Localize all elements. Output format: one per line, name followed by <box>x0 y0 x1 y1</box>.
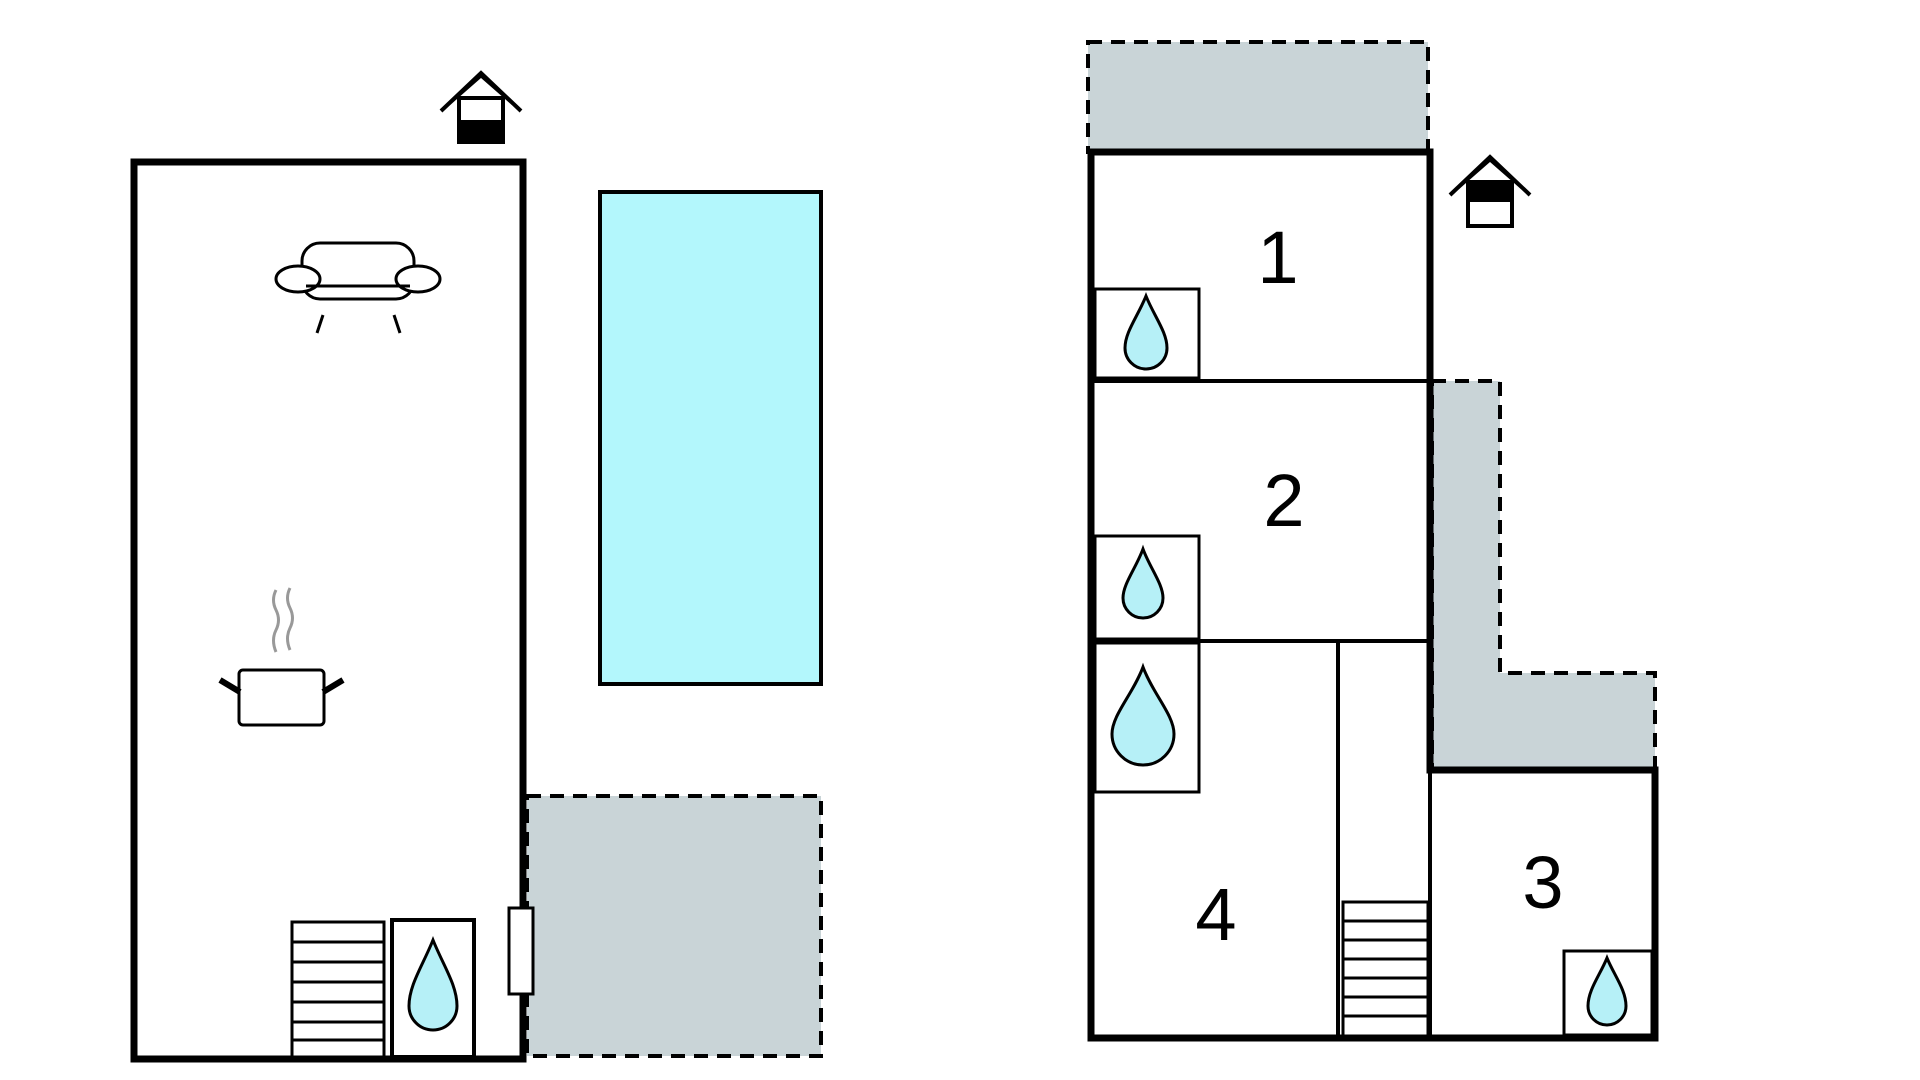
upper-floor: 1 2 4 3 <box>1086 40 1659 1042</box>
balcony-side <box>1430 379 1657 772</box>
room-2: 2 <box>1093 459 1305 641</box>
door-icon <box>507 906 535 996</box>
sofa-icon <box>274 241 442 334</box>
water-drop-icon <box>407 935 459 1032</box>
swimming-pool <box>598 190 823 686</box>
water-drop-icon <box>1123 291 1169 371</box>
water-drop-icon <box>1110 662 1176 767</box>
water-drop-icon <box>1121 544 1165 620</box>
room-number: 3 <box>1522 841 1563 924</box>
cooking-pot-icon <box>218 587 345 727</box>
room-number: 4 <box>1195 873 1236 956</box>
entrance-icon <box>1448 154 1532 228</box>
room-number: 2 <box>1263 459 1304 542</box>
upper-floor-walls <box>1087 148 1659 1042</box>
stairs-icon <box>290 920 386 1059</box>
balcony-top <box>1086 40 1430 154</box>
water-drop-icon <box>1586 954 1628 1027</box>
room-4: 4 <box>1093 641 1237 956</box>
room-number: 1 <box>1257 216 1298 299</box>
living-room <box>130 158 527 1063</box>
bathroom-ground <box>390 918 476 1059</box>
terrace <box>525 794 823 1058</box>
room-3: 3 <box>1522 841 1654 1037</box>
stairs-icon <box>1341 900 1430 1038</box>
room-1: 1 <box>1093 216 1299 380</box>
entrance-icon <box>439 70 523 144</box>
ground-floor <box>130 70 823 1063</box>
